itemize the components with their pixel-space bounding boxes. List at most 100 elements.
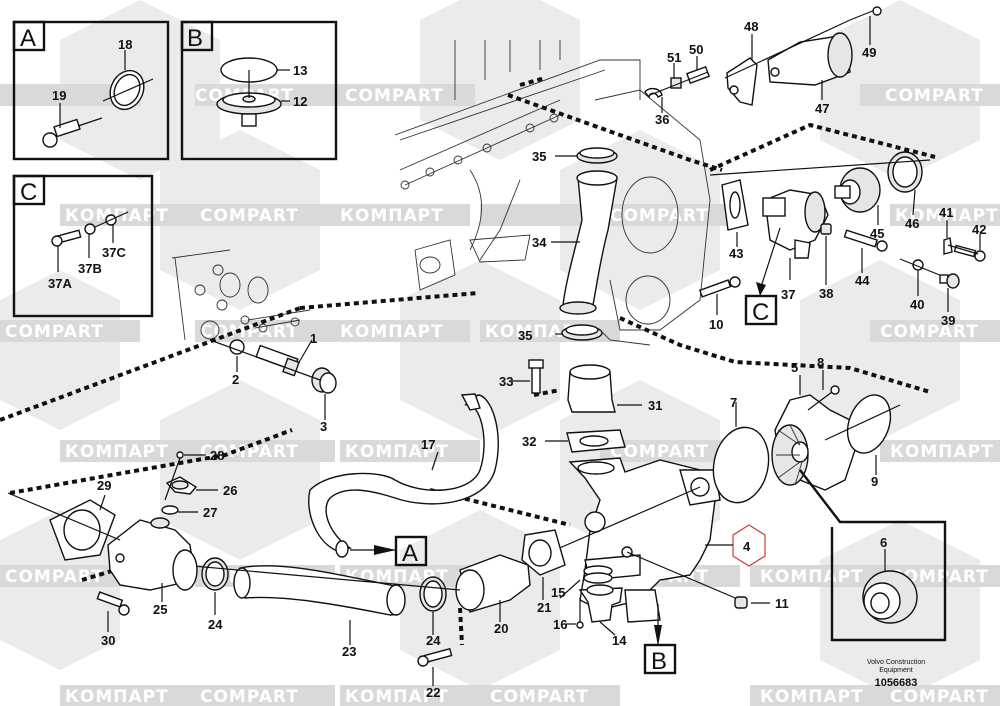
part-label: 40	[910, 297, 924, 312]
bolt-part-19[interactable]	[42, 118, 81, 148]
part-label: 42	[972, 222, 986, 237]
gasket-part-29[interactable]	[49, 499, 116, 561]
hose-part-23[interactable]	[233, 565, 406, 616]
hose-part-17[interactable]	[308, 393, 499, 558]
part-label: 17	[421, 437, 435, 452]
o-ring-part-9[interactable]	[840, 389, 898, 459]
part-label: 10	[709, 317, 723, 332]
part-label: 34	[532, 235, 547, 250]
o-ring-part-27[interactable]	[161, 505, 179, 515]
gasket-part-15[interactable]	[583, 565, 613, 584]
part-label: 22	[426, 685, 440, 700]
detail-box-c-letter: C	[20, 179, 37, 206]
part-label: 7	[730, 395, 737, 410]
connector-part-14[interactable]	[578, 584, 623, 623]
watermark-text: COMPART	[200, 687, 299, 706]
callout-box-a[interactable]: A	[350, 535, 428, 567]
part-label: 15	[551, 585, 565, 600]
water-pump-part-5[interactable]	[771, 394, 856, 491]
detail-box-b[interactable]: B 13 12	[180, 20, 338, 161]
screw-part-28[interactable]	[164, 451, 184, 501]
gasket-part-43[interactable]	[721, 179, 749, 231]
thermostat-housing-part-37[interactable]	[762, 189, 829, 259]
cover-part-26[interactable]	[165, 476, 198, 495]
publisher-line-2: Equipment	[879, 667, 913, 674]
detail-box-a-letter: A	[20, 25, 36, 52]
engine-block-outline	[171, 40, 711, 346]
pump-housing-part-4[interactable]	[568, 457, 721, 623]
part-label: 37A	[48, 276, 72, 291]
bolt-part-33[interactable]	[528, 359, 544, 394]
thermostat-cover-part-47[interactable]	[767, 32, 853, 86]
part-label: 28	[210, 448, 224, 463]
part-label: 18	[118, 37, 132, 52]
detail-box-a[interactable]: A 18 19	[12, 20, 170, 161]
watermark-text: COMPART	[5, 322, 104, 342]
watermark-text: COMPART	[890, 687, 989, 706]
callout-box-c[interactable]: C	[744, 227, 781, 326]
part-label: 2	[232, 372, 239, 387]
o-ring-part-24-right[interactable]	[419, 576, 447, 612]
detail-box-c[interactable]: C 37C 37B 37A	[12, 174, 154, 318]
pipe-part-36[interactable]	[644, 87, 663, 99]
sleeve-part-50[interactable]	[685, 65, 711, 85]
thermostat-housing-part-25[interactable]	[107, 517, 198, 591]
watermark-text: COMPART	[200, 322, 299, 342]
watermark-text: КОМПАРТ	[895, 206, 999, 226]
watermark-text: COMPART	[200, 206, 299, 226]
nut-part-38[interactable]	[820, 223, 832, 235]
washer-part-37b[interactable]	[84, 223, 96, 235]
o-ring-part-24-left[interactable]	[201, 557, 229, 591]
bolt-part-49[interactable]	[849, 6, 882, 21]
part-label: 12	[293, 94, 307, 109]
bolt-part-44[interactable]	[843, 229, 888, 252]
outlet-pipe-part-31[interactable]	[567, 364, 616, 413]
bolt-part-22[interactable]	[417, 647, 453, 667]
bolt-part-37a[interactable]	[51, 229, 82, 247]
part-label: 20	[494, 621, 508, 636]
bracket-part-41[interactable]	[943, 237, 953, 255]
thermostat-part-45[interactable]	[834, 167, 881, 213]
o-ring-part-35-upper[interactable]	[576, 147, 618, 164]
bolt-part-30[interactable]	[96, 591, 130, 616]
callout-box-b-letter: B	[651, 648, 667, 675]
pulley-part-6[interactable]	[862, 570, 918, 624]
connector-part-3[interactable]	[311, 367, 337, 394]
screw-part-16[interactable]	[576, 598, 584, 629]
pulley-detail-box[interactable]: 6	[799, 469, 947, 642]
watermark-text: COMPART	[885, 86, 984, 106]
part-label: 37C	[102, 245, 126, 260]
watermark-text: КОМПАРТ	[65, 206, 169, 226]
sensor-part-1[interactable]	[255, 344, 300, 377]
part-label: 11	[775, 596, 789, 611]
part-label: 24	[426, 633, 441, 648]
watermark-text: COMPART	[610, 442, 709, 462]
part-label: 48	[744, 19, 758, 34]
reference-dashed-lines	[0, 76, 936, 646]
part-label: 16	[553, 617, 567, 632]
o-ring-part-35-lower[interactable]	[561, 324, 603, 341]
highlighted-part-4-callout[interactable]: 4	[705, 524, 766, 567]
part-label: 33	[499, 374, 513, 389]
plug-part-11[interactable]	[734, 596, 748, 609]
watermark-text: КОМПАРТ	[760, 567, 864, 587]
watermark-text: КОМПАРТ	[65, 442, 169, 462]
part-label: 38	[819, 286, 833, 301]
seal-part-46[interactable]	[887, 151, 923, 193]
gasket-part-21[interactable]	[521, 529, 566, 576]
part-label: 50	[689, 42, 703, 57]
part-label: 39	[941, 313, 955, 328]
o-ring-part-7[interactable]	[707, 422, 776, 508]
connector-part-20[interactable]	[455, 554, 531, 613]
plug-part-39[interactable]	[939, 273, 960, 289]
bolt-part-10[interactable]	[698, 276, 741, 298]
gasket-part-32[interactable]	[566, 429, 626, 453]
callout-box-b[interactable]: B	[643, 604, 677, 675]
part-label: 6	[880, 535, 887, 550]
bolt-part-8[interactable]	[807, 385, 840, 411]
part-label: 35	[518, 328, 532, 343]
gasket-part-48[interactable]	[726, 57, 758, 106]
part-label: 37B	[78, 261, 102, 276]
thermostat-part-12[interactable]	[216, 92, 282, 127]
